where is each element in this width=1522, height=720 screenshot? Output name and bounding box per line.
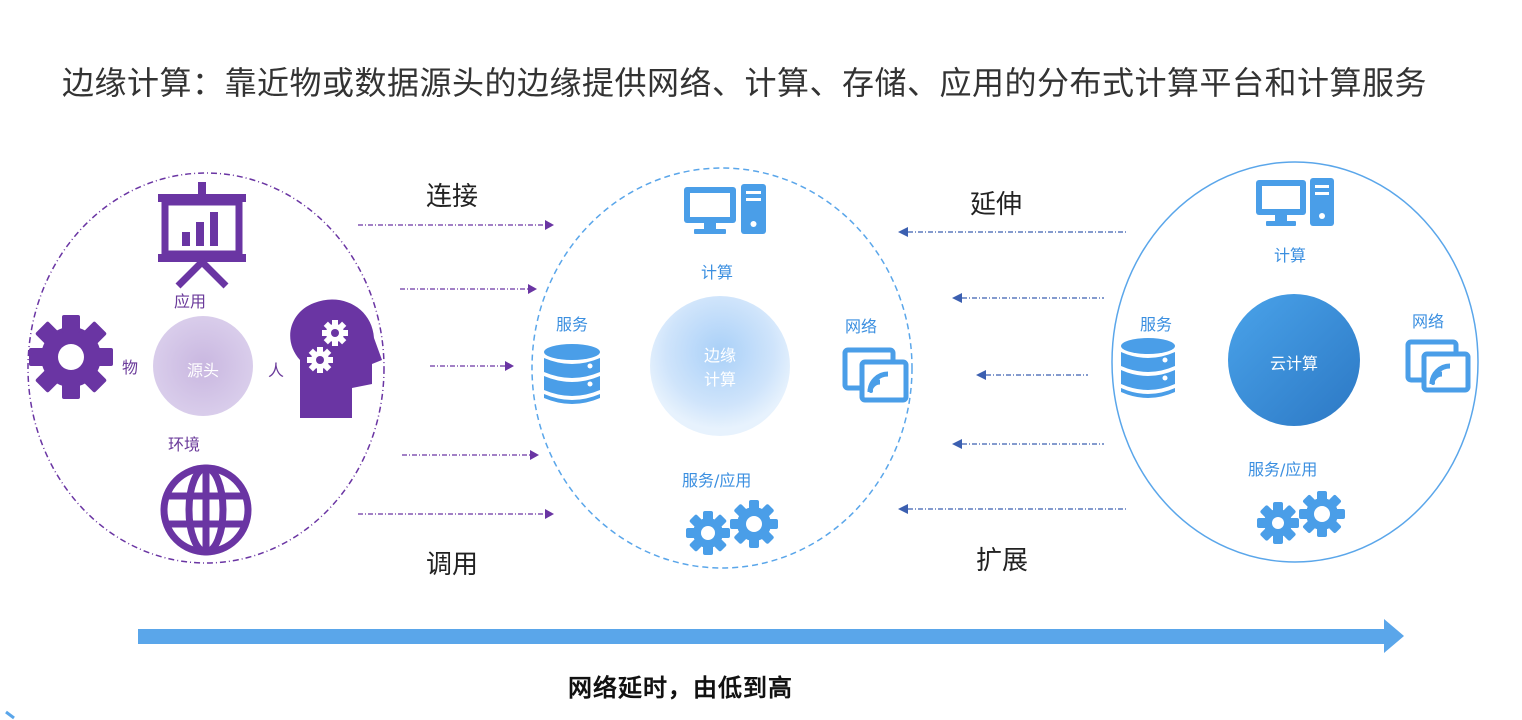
latency-arrow bbox=[138, 619, 1404, 653]
cloud-wifi-screen-icon bbox=[1405, 339, 1471, 393]
latency-caption: 网络延时，由低到高 bbox=[568, 674, 793, 702]
source-center-circle bbox=[153, 316, 253, 416]
cloud-service-app-label: 服务/应用 bbox=[1248, 460, 1318, 479]
presentation-chart-icon bbox=[158, 182, 246, 289]
connect-arrow bbox=[402, 450, 539, 460]
wifi-screen-icon bbox=[842, 347, 909, 403]
source-label-person: 人 bbox=[268, 361, 285, 380]
edge-center-circle bbox=[650, 296, 790, 436]
corner-chevron-icon bbox=[5, 710, 15, 720]
extend-arrow bbox=[976, 370, 1088, 380]
connect-label: 连接 bbox=[426, 182, 479, 212]
database-icon bbox=[544, 344, 600, 404]
gears-icon bbox=[686, 500, 778, 555]
cloud-boundary bbox=[1111, 161, 1479, 563]
edge-compute-label: 计算 bbox=[701, 263, 734, 282]
invoke-label: 调用 bbox=[426, 550, 479, 580]
extend-label: 延伸 bbox=[970, 190, 1023, 220]
edge-center-line2: 计算 bbox=[703, 370, 736, 389]
source-center-label: 源头 bbox=[186, 361, 219, 380]
connect-arrow bbox=[358, 220, 554, 230]
cloud-database-icon bbox=[1121, 338, 1175, 398]
edge-network-label: 网络 bbox=[845, 317, 878, 336]
cloud-monitor-icon bbox=[1256, 178, 1334, 226]
extend-arrow bbox=[952, 293, 1104, 303]
page-title: 边缘计算：靠近物或数据源头的边缘提供网络、计算、存储、应用的分布式计算平台和计算… bbox=[62, 64, 1428, 102]
connect-arrows bbox=[358, 220, 554, 519]
source-label-thing: 物 bbox=[122, 358, 139, 377]
cloud-center-circle bbox=[1228, 294, 1360, 426]
cloud-compute-label: 计算 bbox=[1274, 246, 1307, 265]
edge-center-label: 边缘 计算 bbox=[690, 344, 750, 392]
source-label-env: 环境 bbox=[168, 435, 201, 454]
edge-service-app-label: 服务/应用 bbox=[682, 471, 752, 490]
cloud-gears-icon bbox=[1257, 491, 1345, 544]
extend-arrows bbox=[898, 227, 1128, 514]
edge-center-line1: 边缘 bbox=[703, 346, 736, 365]
cloud-network-label: 网络 bbox=[1412, 312, 1445, 331]
cloud-center-label: 云计算 bbox=[1269, 354, 1318, 373]
source-boundary bbox=[27, 172, 385, 564]
extend-arrow bbox=[952, 439, 1104, 449]
globe-icon bbox=[160, 464, 252, 556]
connect-arrow bbox=[430, 361, 514, 371]
edge-service-label: 服务 bbox=[556, 315, 589, 334]
extend-arrow bbox=[898, 227, 1128, 237]
source-label-app: 应用 bbox=[174, 292, 207, 311]
head-gears-icon bbox=[290, 299, 382, 418]
edge-boundary bbox=[531, 167, 913, 569]
monitor-icon bbox=[684, 184, 766, 234]
connect-arrow bbox=[400, 284, 537, 294]
cloud-service-label: 服务 bbox=[1140, 315, 1173, 334]
extend-arrow bbox=[898, 504, 1128, 514]
expand-label: 扩展 bbox=[976, 546, 1029, 576]
connect-arrow bbox=[358, 509, 554, 519]
gear-icon bbox=[29, 315, 113, 399]
